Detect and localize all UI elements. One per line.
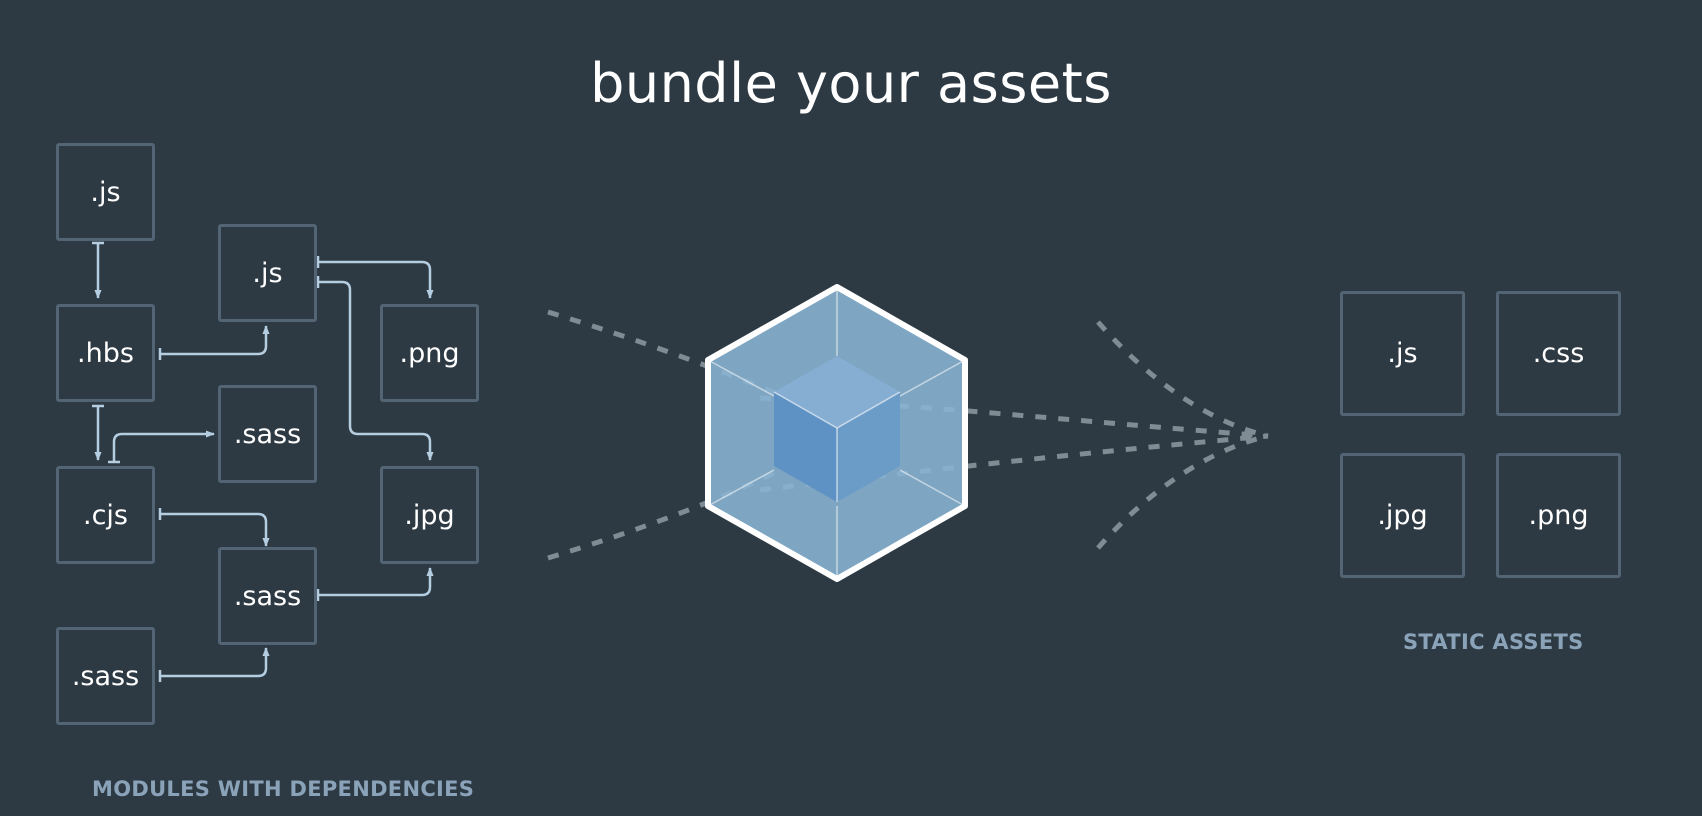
flow-out-upper-curve [1096, 320, 1269, 439]
page-title: bundle your assets [590, 52, 1112, 115]
connector-hbs-to-js [160, 325, 270, 356]
connector-js-to-png [318, 260, 434, 299]
connector-cjs-to-sass-lower [160, 512, 270, 547]
flow-out-top [759, 395, 1269, 439]
module-js-middle: .js [218, 224, 317, 322]
connector-sass-to-sass [160, 647, 270, 678]
module-cjs: .cjs [56, 466, 155, 564]
flow-out-lower-curve [1096, 433, 1269, 550]
asset-png: .png [1496, 453, 1621, 578]
module-sass-bottom: .sass [56, 627, 155, 725]
asset-css: .css [1496, 291, 1621, 416]
module-js-top: .js [56, 143, 155, 241]
connector-js-to-jpg [318, 280, 434, 461]
modules-caption: MODULES WITH DEPENDENCIES [92, 777, 475, 801]
dependency-connectors [92, 241, 434, 682]
asset-jpg: .jpg [1340, 453, 1465, 578]
webpack-cube-icon [705, 284, 968, 582]
flow-lines [547, 309, 1269, 561]
module-hbs: .hbs [56, 304, 155, 402]
connector-cjs-to-sass [112, 430, 215, 462]
connector-sass-to-jpg [318, 567, 434, 597]
module-sass-upper: .sass [218, 385, 317, 483]
asset-js: .js [1340, 291, 1465, 416]
module-sass-lower: .sass [218, 547, 317, 645]
static-assets-caption: STATIC ASSETS [1403, 630, 1584, 654]
module-jpg: .jpg [380, 466, 479, 564]
module-png: .png [380, 304, 479, 402]
